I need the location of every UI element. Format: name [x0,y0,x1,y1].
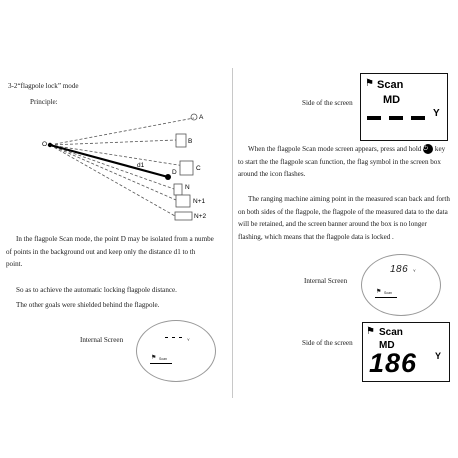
unit-y: Y [435,351,442,361]
right-paragraph-1-key-word: key [434,145,446,153]
right-paragraph-1-text: When the flagpole Scan mode screen appea… [248,145,422,153]
right-paragraph-2: The ranging machine aiming point in the … [238,193,452,243]
right-paragraph-1-line: around the icon flashes. [238,170,306,179]
internal-screen-left: Y ⚑ Scan [136,320,216,382]
dash-segment [389,116,403,120]
left-paragraph-2: So as to achieve the automatic locking f… [16,286,177,294]
right-paragraph-2-line: will be retained, and the screen banner … [238,220,427,229]
distance-value: 186 [369,348,418,378]
ray-n [49,144,175,190]
side-screen-label-2: Side of the screen [302,339,353,347]
right-paragraph-2-line: on both sides of the flagpole, the flagp… [238,207,448,216]
label-d: D [172,169,177,176]
internal-screen-label-right: Internal Screen [304,277,348,285]
label-n2: N+2 [194,213,206,220]
label-d1: d1 [137,162,145,169]
flag-icon: ⚑ [366,326,375,337]
right-paragraph-1-first-line: When the flagpole Scan mode screen appea… [238,143,452,156]
origin-point [47,142,53,148]
principle-label: Principle: [30,98,58,106]
internal-screen-right: 186 Y ⚑ Scan [361,254,441,316]
flagpole-line [49,143,169,179]
unit-y: Y [433,108,440,119]
dash-segment [411,116,425,120]
right-paragraph-2-line: The ranging machine aiming point in the … [248,195,450,203]
section-heading: 3-2“flagpole lock” mode [8,82,79,90]
target-b [175,133,187,148]
dash-segment [165,337,168,338]
dash-segment [367,116,381,120]
target-c [179,160,194,176]
md-label: MD [383,94,401,106]
flagpole-point [165,174,171,180]
unit-y-small: Y [413,268,416,273]
label-c: C [196,165,201,172]
underline-bar [150,363,172,364]
label-b: B [188,138,192,145]
dash-segment [172,337,175,338]
distance-value-small: 186 [390,264,409,275]
column-divider [232,68,233,398]
label-o: O [42,141,47,148]
side-screen-2: ⚑ Scan MD 186 Y [362,322,450,382]
ray-n2 [49,144,176,217]
scan-label-small: Scan [384,291,392,295]
side-screen-1: ⚑ Scan MD Y [360,73,448,141]
unit-y-small: Y [187,337,190,342]
flag-icon: ⚑ [365,78,374,89]
flag-icon: ⚑ [376,289,382,295]
underline-bar [375,297,397,298]
target-n [173,183,183,196]
left-paragraph-1: In the flagpole Scan mode, the point D m… [6,233,228,271]
left-paragraph-1-line: of points in the background out and keep… [6,247,196,256]
left-paragraph-3: The other goals were shielded behind the… [16,301,160,309]
flag-icon: ⚑ [151,355,157,361]
scan-label-small: Scan [159,357,167,361]
md-label: MD [379,340,395,351]
power-key-icon: ⏻ [423,144,434,155]
right-paragraph-1-line: to start the the flagpole scan function,… [238,157,441,166]
right-paragraph-2-line: flashing, which means that the flagpole … [238,232,394,241]
target-n1 [175,194,191,208]
label-a: A [199,114,204,121]
left-paragraph-1-line: In the flagpole Scan mode, the point D m… [16,235,214,243]
side-screen-label-1: Side of the screen [302,99,353,107]
dash-segment [179,337,182,338]
right-paragraph-1: When the flagpole Scan mode screen appea… [238,143,452,181]
scan-label: Scan [377,79,404,91]
ray-c [49,144,192,168]
label-n1: N+1 [193,198,205,205]
label-n: N [185,184,190,191]
target-a [190,113,198,121]
target-n2 [174,211,193,221]
ray-n1 [49,144,177,201]
ray-b [49,139,177,146]
left-paragraph-1-line: point. [6,260,23,269]
ray-a [49,117,195,146]
scan-label: Scan [379,327,403,338]
internal-screen-label-left: Internal Screen [80,336,124,344]
flagpole-principle-diagram: O A B C D N N+1 N+2 d1 [42,113,206,221]
